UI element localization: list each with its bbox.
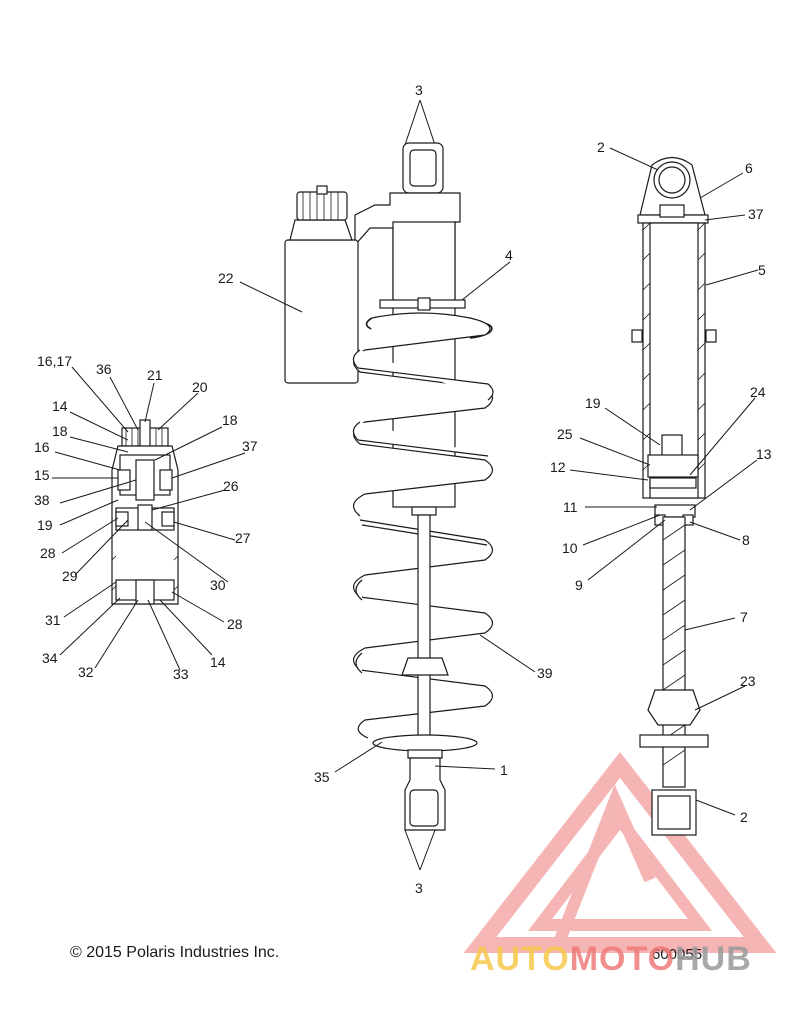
callout-36: 36 bbox=[96, 361, 112, 377]
callout-21: 21 bbox=[147, 367, 163, 383]
callout-16-17: 16,17 bbox=[37, 353, 72, 369]
callout-22: 22 bbox=[218, 270, 234, 286]
callout-labels: 3 22 4 39 1 35 3 2 6 37 5 19 24 25 12 13… bbox=[34, 82, 772, 896]
callout-11: 11 bbox=[563, 499, 578, 515]
callout-8: 8 bbox=[742, 532, 750, 548]
callout-30: 30 bbox=[210, 577, 226, 593]
callout-4: 4 bbox=[505, 247, 513, 263]
callout-10: 10 bbox=[562, 540, 578, 556]
callout-18-right: 18 bbox=[222, 412, 238, 428]
callout-14-top: 14 bbox=[52, 398, 68, 414]
shock-cross-section bbox=[631, 156, 717, 836]
callout-14-bottom: 14 bbox=[210, 654, 226, 670]
copyright-notice: © 2015 Polaris Industries Inc. bbox=[70, 944, 280, 961]
callout-2-top: 2 bbox=[597, 139, 605, 155]
callout-3-top: 3 bbox=[415, 82, 423, 98]
callout-33: 33 bbox=[173, 666, 189, 682]
complete-shock-assembly bbox=[284, 99, 494, 871]
callout-35: 35 bbox=[314, 769, 330, 785]
callout-31: 31 bbox=[45, 612, 61, 628]
callout-13: 13 bbox=[756, 446, 772, 462]
callout-7: 7 bbox=[740, 609, 748, 625]
callout-29: 29 bbox=[62, 568, 78, 584]
callout-16: 16 bbox=[34, 439, 50, 455]
callout-5: 5 bbox=[758, 262, 766, 278]
callout-37-left: 37 bbox=[242, 438, 258, 454]
callout-26: 26 bbox=[223, 478, 239, 494]
callout-32: 32 bbox=[78, 664, 94, 680]
callout-2-bottom: 2 bbox=[740, 809, 748, 825]
callout-19-left: 19 bbox=[37, 517, 53, 533]
callout-19-right: 19 bbox=[585, 395, 601, 411]
watermark-logo bbox=[463, 751, 777, 953]
callout-18-left: 18 bbox=[52, 423, 68, 439]
callout-38: 38 bbox=[34, 492, 50, 508]
callout-39: 39 bbox=[537, 665, 553, 681]
callout-28-right: 28 bbox=[227, 616, 243, 632]
callout-37-right: 37 bbox=[748, 206, 764, 222]
callout-28-left: 28 bbox=[40, 545, 56, 561]
callout-20: 20 bbox=[192, 379, 208, 395]
figure-number: 600055 bbox=[652, 946, 703, 963]
callout-25: 25 bbox=[557, 426, 573, 442]
callout-1: 1 bbox=[500, 762, 508, 778]
callout-34: 34 bbox=[42, 650, 58, 666]
reservoir-cross-section bbox=[111, 419, 179, 605]
callout-24: 24 bbox=[750, 384, 766, 400]
callout-23: 23 bbox=[740, 673, 756, 689]
leader-lines bbox=[52, 147, 759, 816]
callout-27: 27 bbox=[235, 530, 251, 546]
callout-6: 6 bbox=[745, 160, 753, 176]
callout-12: 12 bbox=[550, 459, 566, 475]
callout-3-bottom: 3 bbox=[415, 880, 423, 896]
callout-15: 15 bbox=[34, 467, 50, 483]
callout-9: 9 bbox=[575, 577, 583, 593]
